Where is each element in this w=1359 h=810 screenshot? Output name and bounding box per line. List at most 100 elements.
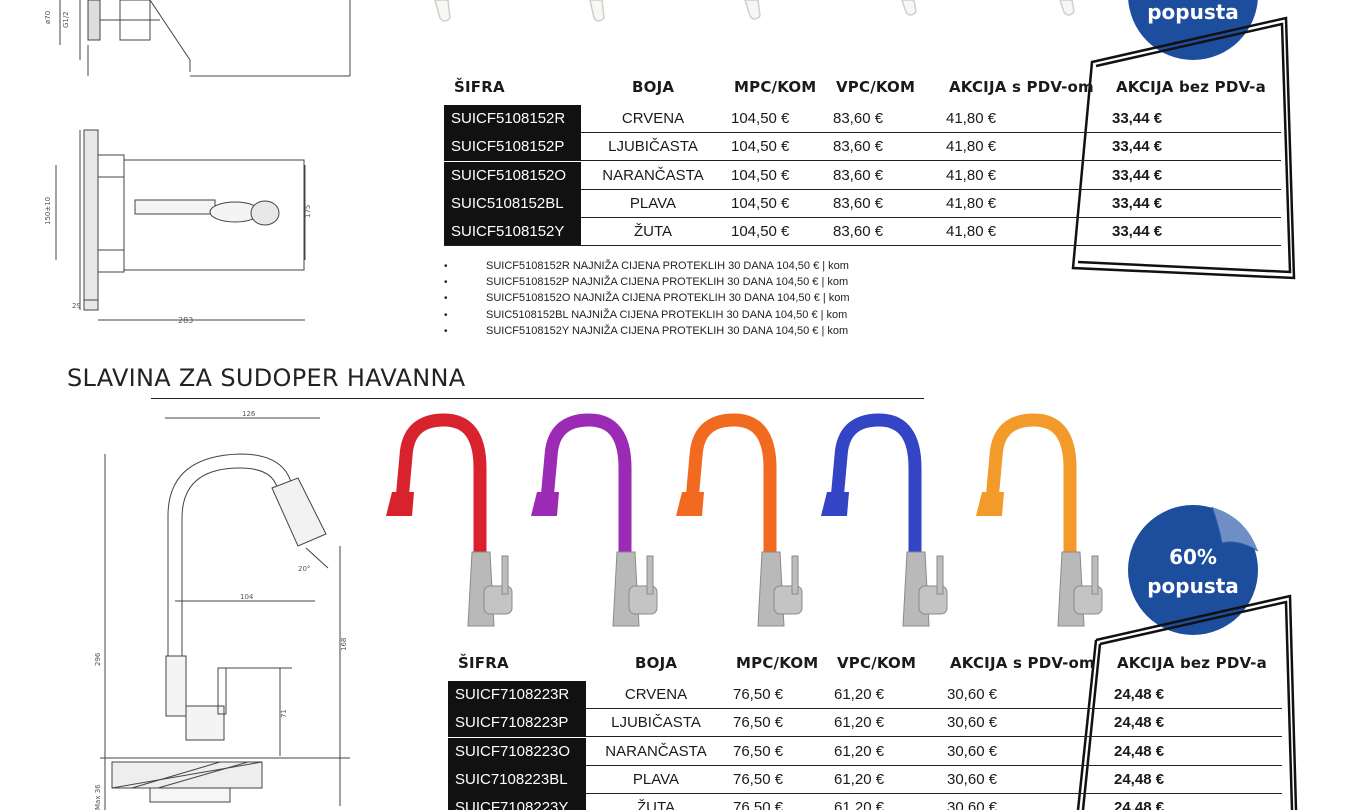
mpc-price: 104,50 € — [731, 167, 790, 184]
akcija-pdv-price: 30,60 € — [947, 686, 998, 703]
product-code: SUICF5108152R — [444, 105, 581, 133]
vpc-price: 83,60 € — [833, 195, 884, 212]
product-image-strip — [380, 408, 1120, 640]
akcija-bez-price: 24,48 € — [1114, 743, 1165, 760]
mpc-price: 76,50 € — [733, 714, 784, 731]
color-name: LJUBIČASTA — [611, 714, 701, 731]
dim-label: 175 — [304, 205, 312, 218]
product-code: SUIC7108223BL — [448, 766, 586, 794]
mpc-price: 104,50 € — [731, 138, 790, 155]
product-code: SUICF7108223P — [448, 709, 586, 737]
vpc-price: 83,60 € — [833, 223, 884, 240]
vpc-price: 61,20 € — [834, 799, 885, 810]
header-akcija-pdv: AKCIJA s PDV-om — [950, 654, 1095, 672]
bullet-icon: • — [444, 277, 448, 289]
row-divider — [444, 245, 1281, 246]
akcija-bez-price: 24,48 € — [1114, 771, 1165, 788]
note-item: •SUICF5108152Y NAJNIŽA CIJENA PROTEKLIH … — [444, 325, 850, 341]
dim-label: 29 — [72, 302, 81, 310]
faucet-image — [676, 413, 803, 627]
product-image-strip-top — [420, 0, 1120, 24]
mpc-price: 104,50 € — [731, 223, 790, 240]
dim-label: 150±10 — [44, 197, 52, 225]
note-text: SUICF5108152O NAJNIŽA CIJENA PROTEKLIH 3… — [486, 292, 850, 305]
color-name: ŽUTA — [633, 223, 673, 240]
faucet-image — [386, 413, 513, 627]
technical-drawing-sink-faucet: 126 20° 104 296 168 71 Max 36 — [70, 406, 360, 810]
vpc-price: 61,20 € — [834, 743, 885, 760]
price-frame — [1076, 594, 1298, 810]
dim-label: 296 — [94, 652, 102, 666]
akcija-bez-price: 33,44 € — [1112, 110, 1163, 127]
technical-drawing-wall-faucet: ø70 G1/2 150±10 175 29 283 — [40, 0, 370, 340]
dim-label: 126 — [242, 410, 256, 418]
title-divider — [151, 398, 924, 399]
note-text: SUICF5108152R NAJNIŽA CIJENA PROTEKLIH 3… — [486, 260, 849, 272]
header-akcija-bez: AKCIJA bez PDV-a — [1116, 78, 1266, 96]
table-row: SUICF5108152R CRVENA 104,50 € 83,60 € 41… — [444, 105, 1284, 133]
akcija-bez-price: 33,44 € — [1112, 223, 1163, 240]
row-divider — [581, 132, 1281, 133]
row-divider — [581, 217, 1281, 218]
header-akcija-bez: AKCIJA bez PDV-a — [1117, 654, 1267, 672]
dim-label: 168 — [340, 638, 348, 651]
header-mpc: MPC/KOM — [734, 78, 817, 96]
note-item: •SUICF5108152P NAJNIŽA CIJENA PROTEKLIH … — [444, 276, 850, 292]
akcija-pdv-price: 30,60 € — [947, 771, 998, 788]
color-name: ŽUTA — [636, 799, 676, 810]
vpc-price: 61,20 € — [834, 771, 885, 788]
price-history-notes: • SUICF5108152R NAJNIŽA CIJENA PROTEKLIH … — [444, 260, 850, 341]
akcija-pdv-price: 30,60 € — [947, 714, 998, 731]
table-row: SUIC5108152BL PLAVA 104,50 € 83,60 € 41,… — [444, 190, 1284, 218]
product-code: SUICF5108152Y — [444, 218, 581, 246]
mpc-price: 104,50 € — [731, 195, 790, 212]
row-divider — [581, 160, 1281, 161]
color-name: NARANČASTA — [605, 743, 707, 760]
header-sifra: ŠIFRA — [454, 78, 505, 96]
header-boja: BOJA — [635, 654, 678, 672]
faucet-image — [821, 413, 948, 627]
faucet-image — [976, 413, 1103, 627]
table-row: SUICF7108223O NARANČASTA 76,50 € 61,20 €… — [448, 738, 1284, 766]
color-name: PLAVA — [632, 771, 680, 788]
color-name: NARANČASTA — [602, 167, 704, 184]
section-title: SLAVINA ZA SUDOPER HAVANNA — [67, 364, 466, 392]
akcija-bez-price: 24,48 € — [1114, 799, 1165, 810]
discount-badge: popusta — [1126, 0, 1260, 62]
header-vpc: VPC/KOM — [836, 78, 916, 96]
table-row: SUIC7108223BL PLAVA 76,50 € 61,20 € 30,6… — [448, 766, 1284, 794]
note-item: •SUIC5108152BL NAJNIŽA CIJENA PROTEKLIH … — [444, 309, 850, 325]
akcija-bez-price: 24,48 € — [1114, 714, 1165, 731]
akcija-bez-price: 33,44 € — [1112, 138, 1163, 155]
mpc-price: 104,50 € — [731, 110, 790, 127]
color-name: LJUBIČASTA — [608, 138, 698, 155]
bullet-icon: • — [444, 261, 448, 272]
header-akcija-pdv: AKCIJA s PDV-om — [949, 78, 1094, 96]
mpc-price: 76,50 € — [733, 771, 784, 788]
table-row: SUICF7108223Y ŽUTA 76,50 € 61,20 € 30,60… — [448, 794, 1284, 810]
akcija-pdv-price: 41,80 € — [946, 138, 997, 155]
mpc-price: 76,50 € — [733, 743, 784, 760]
dim-label: Max 36 — [94, 784, 102, 810]
row-divider — [581, 189, 1281, 190]
note-text: SUICF5108152Y NAJNIŽA CIJENA PROTEKLIH 3… — [486, 324, 849, 337]
akcija-bez-price: 24,48 € — [1114, 686, 1165, 703]
akcija-bez-price: 33,44 € — [1112, 195, 1163, 212]
vpc-price: 61,20 € — [834, 714, 885, 731]
header-sifra: ŠIFRA — [458, 654, 509, 672]
vpc-price: 61,20 € — [834, 686, 885, 703]
vpc-price: 83,60 € — [833, 167, 884, 184]
row-divider — [586, 708, 1282, 709]
table-row: SUICF5108152O NARANČASTA 104,50 € 83,60 … — [444, 162, 1284, 190]
akcija-bez-price: 33,44 € — [1112, 167, 1163, 184]
product-code: SUICF7108223Y — [448, 794, 586, 810]
akcija-pdv-price: 30,60 € — [947, 743, 998, 760]
dim-label: ø70 — [44, 11, 52, 24]
table-row: SUICF5108152P LJUBIČASTA 104,50 € 83,60 … — [444, 133, 1284, 161]
product-code: SUICF5108152P — [444, 133, 581, 161]
row-divider — [586, 793, 1282, 794]
color-name: CRVENA — [624, 686, 688, 703]
product-code: SUICF5108152O — [444, 162, 581, 190]
color-name: CRVENA — [621, 110, 685, 127]
akcija-pdv-price: 41,80 € — [946, 223, 997, 240]
